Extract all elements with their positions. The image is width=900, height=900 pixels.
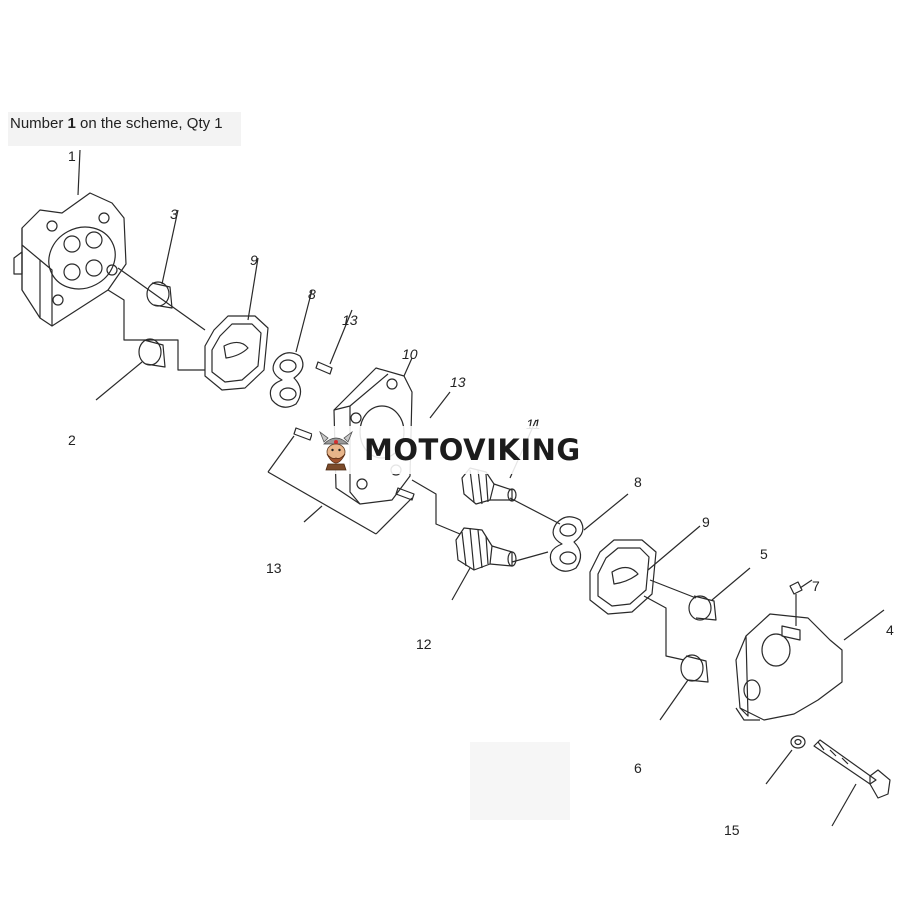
part-dowel-pins [267, 391, 451, 535]
watermark: MOTOVIKING [312, 426, 584, 474]
part-pin-upper [315, 309, 353, 375]
callout-9-upper: 9 [250, 252, 258, 268]
callout-7: 7 [812, 578, 820, 594]
part-gasket-lower [589, 525, 701, 615]
callout-6: 6 [634, 760, 642, 776]
viking-mascot-icon [319, 430, 353, 471]
part-seal-lower [509, 493, 629, 572]
callout-13-upper: 13 [342, 312, 358, 328]
callout-5: 5 [760, 546, 768, 562]
callout-9-lower: 9 [702, 514, 710, 530]
callout-8-lower: 8 [634, 474, 642, 490]
part-caption: Number 1 on the scheme, Qty 1 [8, 112, 241, 146]
watermark-text: MOTOVIKING [364, 433, 581, 467]
callout-2: 2 [68, 432, 76, 448]
callout-10: 10 [402, 346, 418, 362]
callout-3: 3 [170, 206, 178, 222]
callout-4: 4 [886, 622, 894, 638]
part-plug-screw [789, 579, 813, 626]
part-bushing-6 [659, 654, 709, 721]
callout-12: 12 [416, 636, 432, 652]
part-bushing-upper [146, 209, 179, 309]
part-driven-gear [411, 479, 517, 601]
callout-13-middle: 13 [450, 374, 466, 390]
caption-suffix: on the scheme, Qty 1 [75, 115, 223, 132]
background-smudge [470, 742, 570, 820]
caption-number: 1 [67, 115, 76, 132]
part-rear-body [735, 609, 885, 721]
part-bolt [813, 739, 891, 827]
part-bushing-5 [688, 567, 751, 621]
callout-15: 15 [724, 822, 740, 838]
part-bushing-lower [95, 338, 166, 401]
callout-8-upper: 8 [308, 286, 316, 302]
part-front-cover [13, 149, 127, 327]
part-seal-upper [269, 289, 313, 408]
part-gasket-upper [204, 257, 269, 391]
callout-13-lower: 13 [266, 560, 282, 576]
part-washer [765, 735, 806, 785]
caption-prefix: Number [10, 115, 68, 132]
callout-1: 1 [68, 148, 76, 164]
